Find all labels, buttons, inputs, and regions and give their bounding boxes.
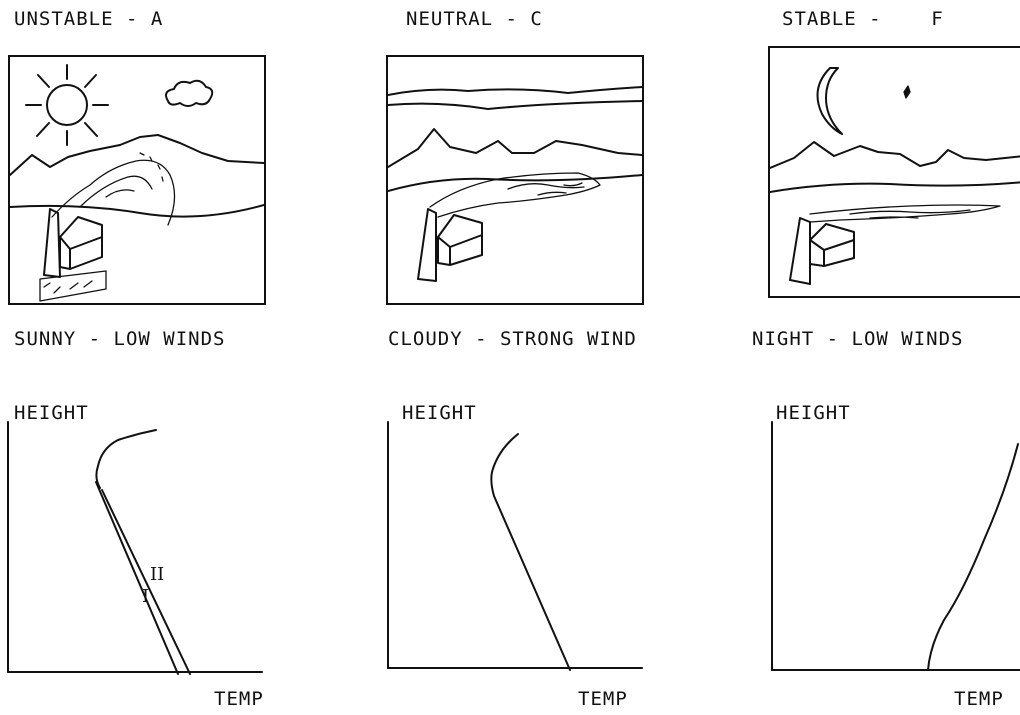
smokestack [418,209,436,281]
fanning-plume [810,205,1000,222]
profile-plot-neutral [380,420,660,695]
scene-stable-drawing [770,48,1020,296]
conditions-unstable: SUNNY - LOW WINDS [14,328,225,350]
mountain-ridge [10,135,264,175]
scene-unstable [8,55,266,305]
horizon-line [388,175,642,191]
sun-rays [26,65,108,145]
mountain-ridge [388,129,642,167]
label-II: II [150,564,164,585]
smokestack [790,218,810,284]
profile-curve-unstable [96,430,156,488]
house [438,215,482,265]
house [60,217,102,269]
mountain-ridge [770,142,1020,168]
star-icon [904,86,910,98]
conditions-neutral: CLOUDY - STRONG WIND [388,328,637,350]
sun-icon [47,85,87,125]
conditions-stable: NIGHT - LOW WINDS [752,328,963,350]
house [810,224,854,266]
stability-title-unstable: UNSTABLE - A [14,8,163,30]
horizon-line [770,182,1020,192]
label-I: I [142,586,149,607]
scene-neutral-drawing [388,57,642,303]
scene-neutral [386,55,644,305]
x-axis-label-unstable: TEMP [214,688,264,710]
profile-curve-neutral [491,434,570,670]
scene-unstable-drawing [10,57,264,303]
cloud-icon [166,81,212,106]
smokestack [44,209,60,277]
scene-stable [768,46,1020,298]
profile-line-II [102,490,190,674]
profile-plot-unstable: I II [0,420,280,695]
horizon-line [10,205,264,217]
profile-plot-stable [760,420,1020,695]
moon-icon [818,68,843,134]
profile-curve-stable [928,444,1018,670]
x-axis-label-neutral: TEMP [578,688,628,710]
x-axis-label-stable: TEMP [954,688,1004,710]
stability-title-stable: STABLE - F [782,8,944,30]
overcast-cloud [388,87,642,109]
profile-line-I [96,482,178,674]
stability-title-neutral: NEUTRAL - C [406,8,543,30]
